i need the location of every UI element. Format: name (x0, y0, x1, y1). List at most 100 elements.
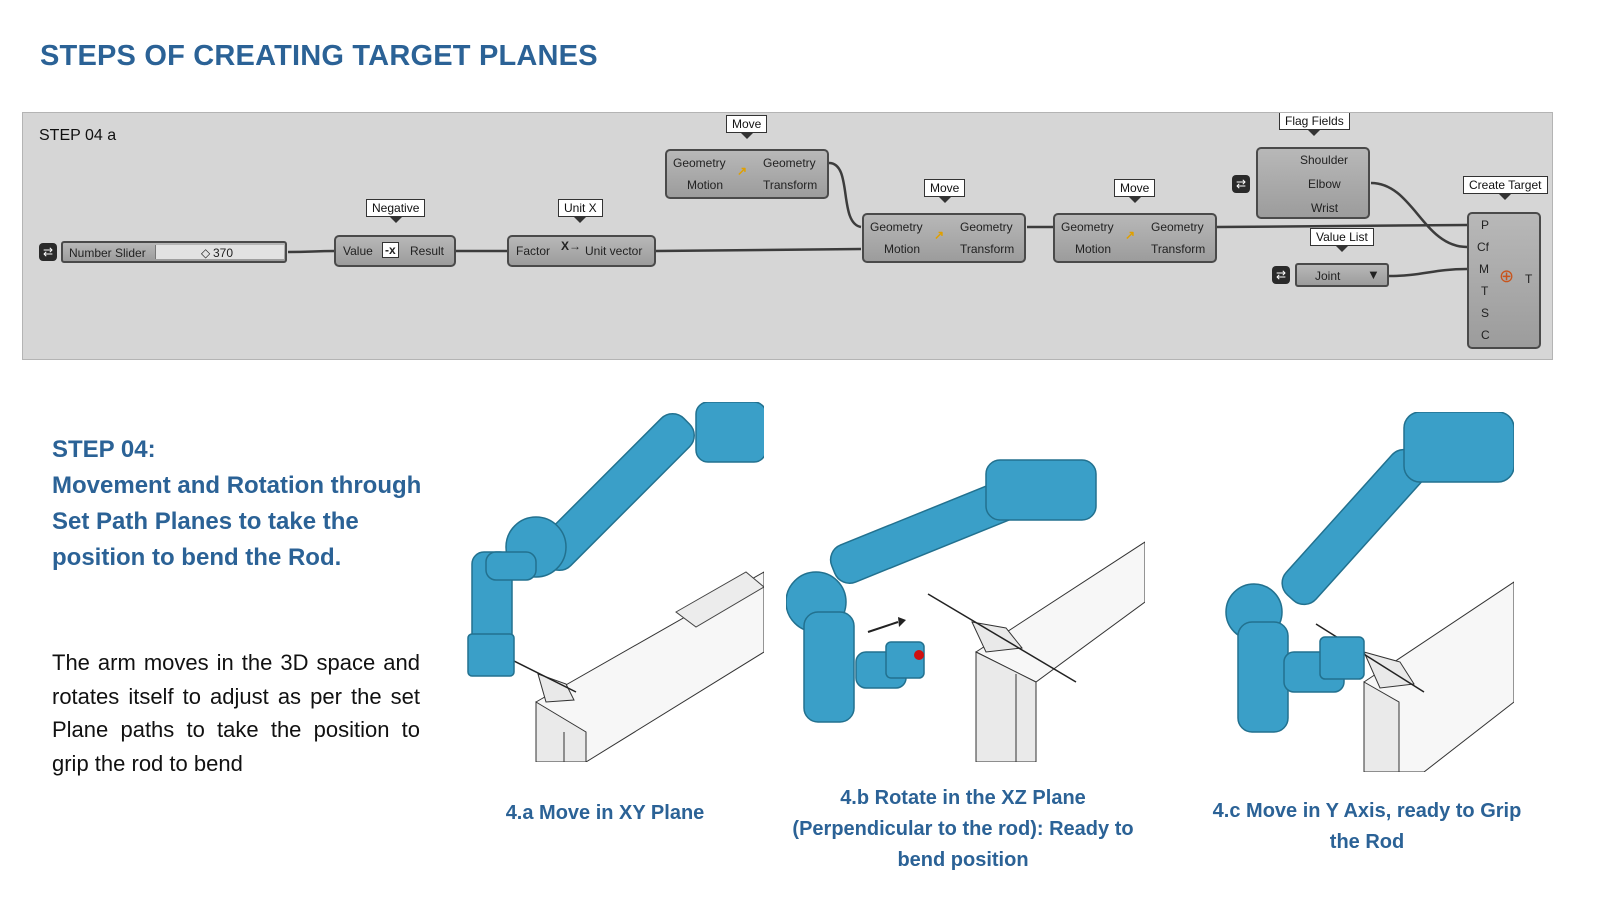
move1-geometry-out: Geometry (763, 156, 816, 170)
number-slider[interactable]: Number Slider ◇ 370 (61, 241, 287, 263)
section-heading: STEP 04: Movement and Rotation through S… (52, 432, 432, 576)
clamp-a (537, 673, 575, 703)
negative-tag: Negative (366, 199, 426, 223)
section-heading-line2: Movement and Rotation through Set Path P… (52, 472, 422, 571)
valuelist-link-icon[interactable]: ⇄ (1272, 266, 1290, 284)
slider-label: Number Slider (69, 246, 146, 260)
wires (287, 161, 1468, 278)
target-input-c: C (1481, 328, 1490, 342)
move2-component[interactable]: Geometry Motion ↗ Geometry Transform (862, 213, 1026, 263)
move2-motion-in: Motion (884, 242, 921, 256)
move1-geometry-in: Geometry (673, 156, 726, 170)
negative-input-label: Value (343, 244, 373, 258)
target-crosshair-icon: ⊕ (1499, 266, 1515, 286)
valuelist-value: Joint (1315, 269, 1341, 283)
move3-geometry-in: Geometry (1061, 220, 1114, 234)
move2-geometry-in: Geometry (870, 220, 923, 234)
caption-b: 4.b Rotate in the XZ Plane (Perpendicula… (792, 787, 1134, 871)
target-input-p: P (1481, 218, 1490, 232)
target-input-t: T (1481, 284, 1489, 298)
move3-arrow-icon: ↗ (1125, 228, 1136, 242)
arm-lower-b (803, 611, 855, 723)
table-top-b (974, 541, 1145, 683)
unitx-output-label: Unit vector (585, 244, 643, 258)
motion-arrow-b (867, 621, 899, 633)
unitx-input-label: Factor (516, 244, 551, 258)
createtarget-component[interactable]: P Cf M T S C ⊕ T (1467, 212, 1541, 349)
unitx-icon: X→ (561, 239, 582, 253)
valuelist-tag: Value List (1310, 228, 1374, 252)
target-input-cf: Cf (1477, 240, 1489, 254)
gripper-c (1319, 636, 1365, 680)
gripper-a (467, 633, 515, 677)
createtarget-tag: Create Target (1463, 176, 1548, 200)
target-input-s: S (1481, 306, 1490, 320)
clamp-b (971, 621, 1023, 653)
slider-handle-icon[interactable]: ◇ (201, 246, 211, 260)
wire-move3-target (1216, 223, 1468, 229)
robot-image-a (467, 402, 764, 762)
rod-b (927, 593, 1077, 683)
valuelist-component[interactable]: Joint ▼ (1295, 263, 1389, 287)
target-output-t: T (1525, 272, 1533, 286)
gripper-b (885, 641, 925, 679)
negative-icon: -x (382, 242, 399, 258)
wire-valuelist-target (1388, 267, 1468, 278)
move2-geometry-out: Geometry (960, 220, 1013, 234)
caption-c: 4.c Move in Y Axis, ready to Grip the Ro… (1212, 800, 1522, 853)
wire-move1-move2 (828, 161, 862, 229)
move1-component[interactable]: Geometry Motion ↗ Geometry Transform (665, 149, 829, 199)
caption-a: 4.a Move in XY Plane (505, 802, 705, 824)
section-body: The arm moves in the 3D space and rotate… (52, 650, 420, 776)
flagfields-link-icon[interactable]: ⇄ (1232, 175, 1250, 193)
move2-tag: Move (924, 179, 966, 203)
unitx-tag: Unit X (558, 199, 603, 223)
target-input-m: M (1479, 262, 1489, 276)
arm-base-c (1403, 412, 1514, 483)
wire-flags-target (1370, 181, 1468, 249)
flag-item-elbow[interactable]: Elbow (1308, 177, 1341, 191)
red-marker-b (914, 650, 924, 660)
grasshopper-canvas: STEP 04 a ⇄ Number Slider ◇ 370 Negative… (22, 112, 1553, 360)
slider-track[interactable] (155, 245, 284, 259)
arm-base-a (695, 402, 764, 463)
move3-component[interactable]: Geometry Motion ↗ Geometry Transform (1053, 213, 1217, 263)
flag-item-wrist[interactable]: Wrist (1311, 201, 1339, 215)
wrist-a (485, 551, 537, 581)
move3-geometry-out: Geometry (1151, 220, 1204, 234)
table-side-c (1363, 681, 1400, 772)
move3-tag: Move (1114, 179, 1156, 203)
negative-output-label: Result (410, 244, 445, 258)
dropdown-arrow-icon[interactable]: ▼ (1367, 267, 1380, 282)
move1-arrow-icon: ↗ (737, 164, 748, 178)
slider-link-icon[interactable]: ⇄ (39, 243, 57, 261)
robot-image-b (786, 459, 1145, 762)
table-side-a (535, 701, 587, 762)
flag-item-shoulder[interactable]: Shoulder (1300, 153, 1349, 167)
wire-unitx-move2 (655, 247, 862, 253)
section-heading-line1: STEP 04: (52, 436, 156, 463)
page-title: STEPS OF CREATING TARGET PLANES (40, 40, 598, 72)
rod-a (505, 656, 577, 693)
unitx-component[interactable]: Factor X→ Unit vector (507, 235, 656, 267)
motion-arrowhead-b (898, 617, 906, 627)
step-label: STEP 04 a (39, 127, 117, 144)
rod-c (1315, 623, 1425, 693)
flagfields-tag: Flag Fields (1279, 113, 1350, 136)
arm-base-b (985, 459, 1097, 521)
table-side-b (975, 651, 1037, 762)
move1-motion-in: Motion (687, 178, 724, 192)
move3-transform-out: Transform (1151, 242, 1206, 256)
move1-tag: Move (726, 115, 768, 139)
move3-motion-in: Motion (1075, 242, 1112, 256)
negative-component[interactable]: Value -x Result (334, 235, 456, 267)
arm-lower-c (1237, 621, 1289, 733)
wire-slider-negative (287, 249, 336, 254)
flagfields-component[interactable]: Shoulder Elbow Wrist (1256, 147, 1370, 219)
robot-image-c (1225, 412, 1514, 772)
move1-transform-out: Transform (763, 178, 818, 192)
crate-a (675, 571, 764, 628)
move2-transform-out: Transform (960, 242, 1015, 256)
slider-value: 370 (213, 246, 234, 260)
move2-arrow-icon: ↗ (934, 228, 945, 242)
